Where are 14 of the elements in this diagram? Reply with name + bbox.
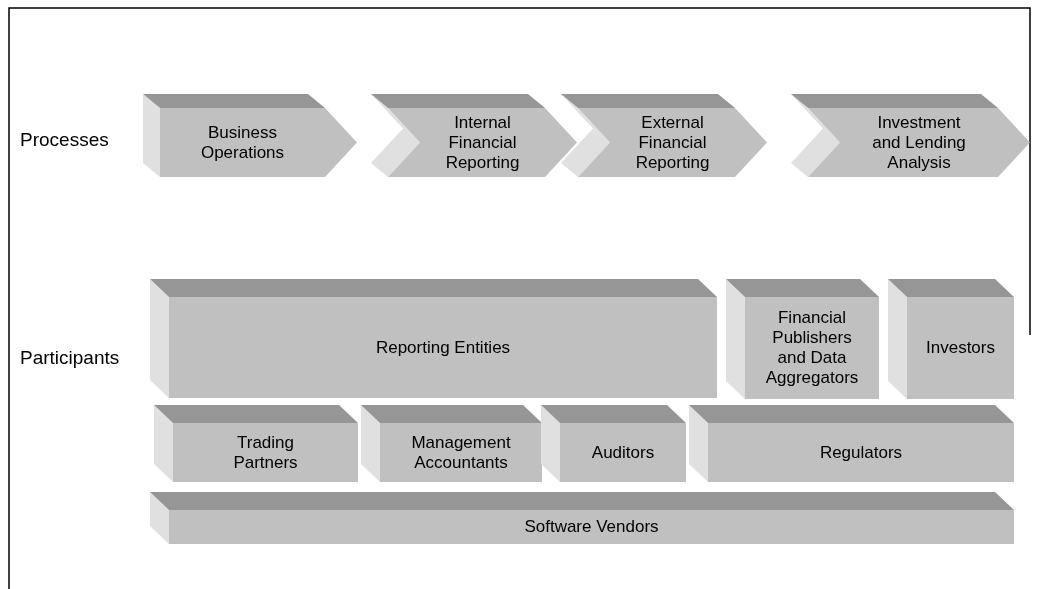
node-label: Internal Financial Reporting bbox=[444, 112, 521, 173]
node-label: Management Accountants bbox=[410, 432, 512, 473]
row-heading: Processes bbox=[20, 129, 109, 151]
node-label: Financial Publishers and Data Aggregators bbox=[764, 308, 860, 388]
node-label: Investors bbox=[926, 338, 995, 358]
row-heading: Participants bbox=[20, 347, 120, 369]
node-label: Reporting Entities bbox=[375, 337, 511, 358]
node-label: Regulators bbox=[819, 442, 903, 463]
node-label: Investment and Lending Analysis bbox=[871, 112, 967, 173]
node-label: Auditors bbox=[591, 442, 655, 463]
node-label: Software Vendors bbox=[524, 517, 659, 537]
node-label: Trading Partners bbox=[232, 432, 299, 473]
node-label: Business Operations bbox=[199, 122, 286, 163]
node-label: External Financial Reporting bbox=[634, 112, 711, 173]
